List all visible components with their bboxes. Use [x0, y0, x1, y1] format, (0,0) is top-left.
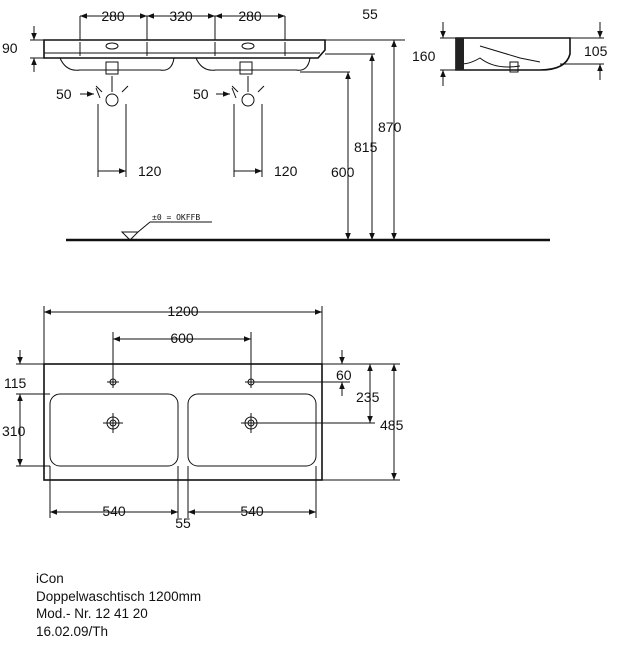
front-view: 280 320 280 55 90 50 50 12 — [2, 6, 550, 242]
dim-320: 320 — [169, 8, 193, 24]
dim-drain-offset-2: 120 — [274, 163, 298, 179]
dim-bowl-width-left: 540 — [102, 503, 126, 519]
drawing-date: 16.02.09/Th — [36, 623, 109, 639]
dim-tap-offset: 50 — [56, 86, 72, 102]
dim-height-870: 870 — [378, 119, 402, 135]
dim-width-1200: 1200 — [167, 303, 198, 319]
dim-tap-spacing: 600 — [170, 330, 194, 346]
dim-overhang: 55 — [362, 6, 378, 22]
bowl-left — [49, 393, 179, 467]
dim-height-600: 600 — [331, 164, 355, 180]
dim-tap-hole-offset: 60 — [336, 367, 352, 383]
dim-bowl-width-right: 540 — [240, 503, 264, 519]
product-name: iCon — [36, 571, 64, 586]
dim-tap-offset-2: 50 — [193, 86, 209, 102]
top-view: 1200 600 115 310 60 235 485 540 54 — [2, 303, 404, 531]
dim-total-depth: 485 — [380, 417, 404, 433]
dim-height-815: 815 — [354, 139, 378, 155]
dim-drain-offset: 120 — [138, 163, 162, 179]
model-number: Mod.- Nr. 12 41 20 — [36, 606, 148, 621]
top-basin-outline — [43, 363, 323, 481]
front-basin-outline — [43, 39, 326, 59]
floor-reference-label: ±0 = OKFFB — [152, 213, 200, 222]
side-dim-105: 105 — [584, 43, 608, 59]
dim-drain-depth: 235 — [356, 389, 380, 405]
side-view: 160 105 — [412, 22, 608, 86]
product-description: Doppelwaschtisch 1200mm — [36, 588, 202, 604]
dim-280-left: 280 — [101, 8, 125, 24]
dim-center-web: 55 — [175, 515, 191, 531]
bowl-right — [187, 393, 317, 467]
side-dim-160: 160 — [412, 48, 436, 64]
dim-bowl-depth: 310 — [2, 423, 26, 439]
dim-280-right: 280 — [238, 8, 262, 24]
dim-thickness: 90 — [2, 40, 18, 56]
title-block: iCon Doppelwaschtisch 1200mm Mod.- Nr. 1… — [36, 570, 201, 640]
dim-edge-to-tap: 115 — [4, 375, 27, 391]
